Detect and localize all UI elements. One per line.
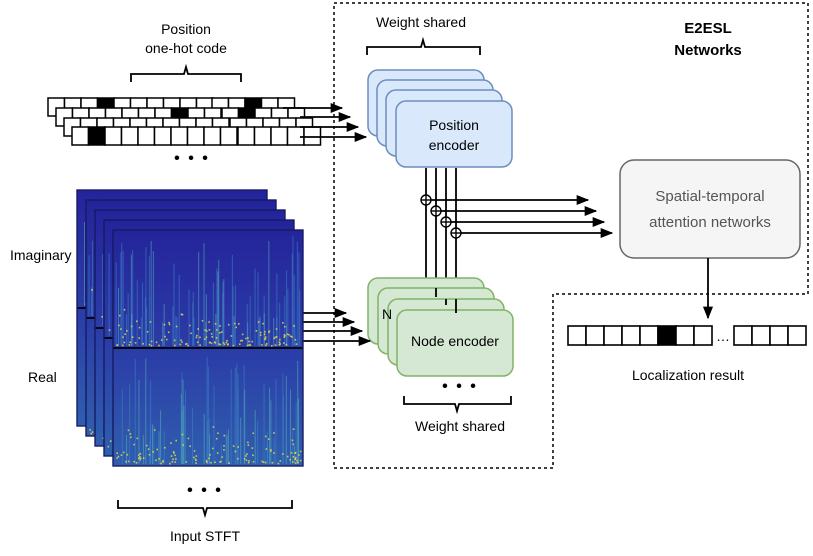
stft-ellipsis: • • • (187, 482, 223, 499)
result-cell (675, 325, 695, 346)
add-junction-icon (440, 216, 452, 228)
result-cell (751, 325, 771, 346)
stft-spectrogram-stack (76, 189, 304, 467)
result-cell (693, 325, 713, 346)
fusion-arrows (426, 194, 614, 239)
position-encoder-stack (367, 69, 513, 168)
add-junction-icon (420, 194, 432, 206)
input-stft-label: Input STFT (170, 528, 240, 544)
real-label: Real (28, 369, 57, 385)
position-code-label-line1: Position (161, 21, 211, 37)
add-junction-icon (430, 205, 442, 217)
result-cell (769, 325, 789, 346)
position-encoder-label-line2: encoder (429, 137, 480, 153)
onehot-code-row: … (71, 126, 322, 146)
result-cell (621, 325, 641, 346)
result-cell (639, 325, 659, 346)
result-cell (585, 325, 605, 346)
onehot-to-encoder-arrows (283, 102, 368, 143)
node-encoder-stack (367, 277, 514, 377)
node-encoder-box (396, 309, 514, 377)
node-encoder-label: Node encoder (411, 333, 499, 349)
position-code-brace (130, 63, 242, 82)
e2esl-title-line1: E2ESL (684, 20, 732, 37)
position-code-ellipsis: • • • (174, 150, 210, 167)
add-junction-icon (450, 227, 462, 239)
weight-shared-bottom-brace (403, 396, 512, 415)
position-onehot-strips: … (47, 97, 322, 146)
stft-to-encoder-arrows (302, 307, 372, 347)
spectrogram-panel (112, 229, 304, 467)
result-cell (657, 325, 677, 346)
e2esl-title-line2: Networks (674, 42, 742, 59)
position-encoder-label-line1: Position (429, 117, 479, 133)
weight-shared-top-brace (366, 36, 481, 55)
attention-network-label-line1: Spatial-temporal (655, 188, 764, 205)
svg-text:…: … (716, 328, 730, 344)
result-cell (603, 325, 623, 346)
attention-network-box (619, 159, 801, 259)
result-cell (567, 325, 587, 346)
e2esl-network-boundary (333, 2, 809, 469)
result-cell (787, 325, 807, 346)
weight-shared-top-label: Weight shared (376, 14, 466, 30)
localization-result-strip: … (567, 325, 807, 346)
add-junction-icons (420, 194, 462, 239)
position-encoder-box (395, 100, 513, 168)
position-code-label-line2: one-hot code (145, 40, 227, 56)
input-stft-brace (117, 500, 293, 519)
node-encoder-ellipsis: • • • (442, 378, 478, 395)
localization-result-label: Localization result (632, 367, 744, 383)
attention-network-label-line2: attention networks (649, 214, 771, 231)
imaginary-label: Imaginary (10, 247, 71, 263)
result-cell (733, 325, 753, 346)
weight-shared-bottom-label: Weight shared (415, 418, 505, 434)
connector-overlays (435, 288, 457, 313)
node-encoder-peek-letter: N (382, 306, 392, 322)
